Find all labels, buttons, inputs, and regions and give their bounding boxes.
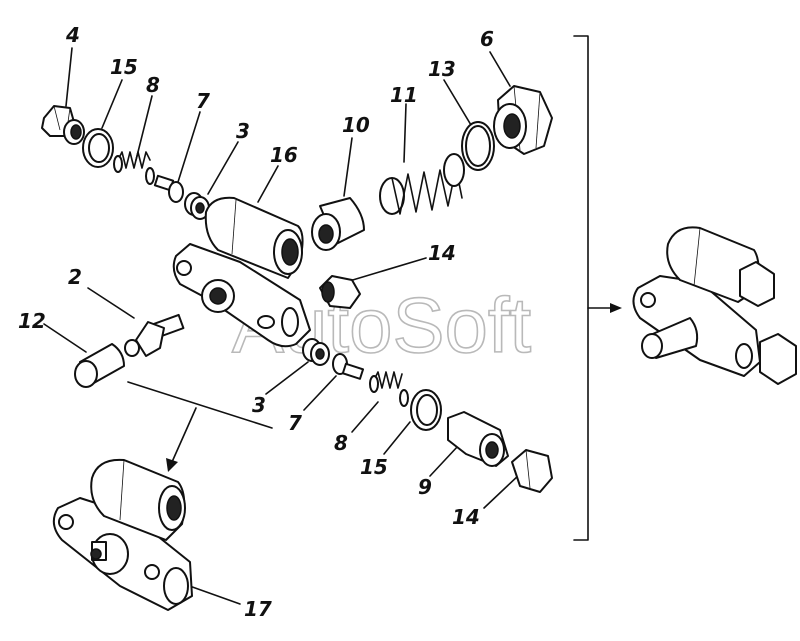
part-15-washer-bottom [410,389,442,431]
callout-6: 6 [480,27,494,51]
callout-3-bottom: 3 [252,393,266,417]
part-11-spring [379,153,465,215]
callout-15-top: 15 [110,55,138,79]
callout-2: 2 [68,265,82,289]
callout-10: 10 [342,113,370,137]
callout-7-bottom: 7 [288,411,302,435]
callout-labels: 4 15 8 7 3 16 10 11 13 6 14 2 12 3 7 8 1… [18,23,494,621]
callout-3-top: 3 [236,119,250,143]
part-3-seat-top [184,192,210,220]
callout-7-top: 7 [196,89,210,113]
callout-9: 9 [418,475,432,499]
assembled-unit-right [632,226,797,385]
part-2-valve-stem [124,313,185,357]
part-16-pump-body [172,196,311,348]
callout-15-bottom: 15 [360,455,388,479]
callout-4: 4 [65,23,80,47]
part-9-fitting [447,411,509,467]
part-12-cap [74,343,125,388]
part-15-washer-top [82,128,114,168]
leader-lines [43,47,521,605]
part-10-sleeve [311,197,365,251]
callout-12: 12 [18,309,46,333]
callout-16: 16 [270,143,298,167]
part-7-valve-top [153,174,184,203]
callout-14-top: 14 [428,241,456,265]
part-8-spring-bottom [369,371,409,407]
part-13-o-ring [461,121,495,171]
callout-14-bottom: 14 [452,505,480,529]
callout-11: 11 [390,83,418,107]
part-3-seat-bottom [302,338,330,366]
part-14-plug-bottom [511,449,553,493]
callout-13: 13 [428,57,456,81]
callout-17: 17 [244,597,272,621]
assembly-bracket [573,35,622,541]
assembled-unit-lower-left [52,458,193,611]
part-8-spring-top [113,151,155,185]
part-4-plug [41,105,85,145]
part-6-hex-cap [493,85,553,155]
callout-8-bottom: 8 [334,431,348,455]
part-7-valve-bottom [332,353,365,380]
part-14-plug-top [319,275,361,309]
callout-8-top: 8 [146,73,160,97]
